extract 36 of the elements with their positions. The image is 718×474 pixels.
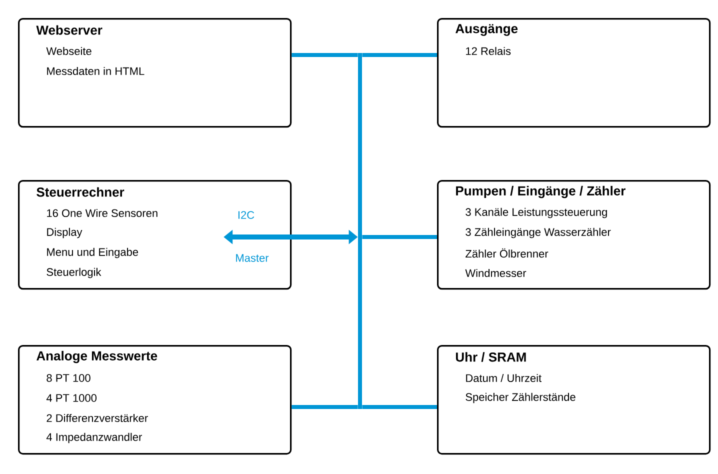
edge-label: I2C <box>238 211 254 219</box>
list-item: Speicher Zählerstände <box>466 392 576 404</box>
info-box <box>437 180 711 290</box>
info-box <box>437 345 711 455</box>
connector-line <box>362 53 437 57</box>
list-item: 16 One Wire Sensoren <box>47 208 158 218</box>
list-item: 3 Zähleingänge Wasserzähler <box>466 228 611 238</box>
info-box <box>18 18 292 128</box>
list-item: 4 PT 1000 <box>46 394 97 402</box>
box-title: Pumpen / Eingänge / Zähler <box>456 186 626 198</box>
list-item: Datum / Uhrzeit <box>466 374 542 382</box>
connector-line <box>292 53 358 57</box>
list-item: Messdaten in HTML <box>47 66 144 76</box>
box-title: Webserver <box>36 25 102 35</box>
list-item: 2 Differenzverstärker <box>46 414 148 422</box>
list-item: Windmesser <box>465 268 526 278</box>
connector-line <box>292 405 358 409</box>
box-title: Analoge Messwerte <box>36 350 158 364</box>
list-item: Display <box>47 228 82 238</box>
list-item: 3 Kanäle Leistungssteuerung <box>466 208 607 218</box>
list-item: 4 Impedanzwandler <box>46 432 142 444</box>
connector-line <box>362 235 437 239</box>
info-box <box>18 345 292 455</box>
bus-label: Master <box>236 254 269 262</box>
info-box <box>18 180 292 290</box>
list-item: 12 Relais <box>466 46 511 56</box>
list-item: Zähler Ölbrenner <box>466 248 548 258</box>
box-title: Steuerrechner <box>36 187 124 197</box>
info-box <box>437 18 711 128</box>
list-item: Steuerlogik <box>46 268 102 278</box>
list-item: Webseite <box>46 46 92 56</box>
connector-line <box>362 405 437 409</box>
box-title: Ausgänge <box>456 24 518 36</box>
list-item: Menu und Eingabe <box>47 248 138 258</box>
box-title: Uhr / SRAM <box>456 352 526 362</box>
list-item: 8 PT 100 <box>46 374 90 382</box>
